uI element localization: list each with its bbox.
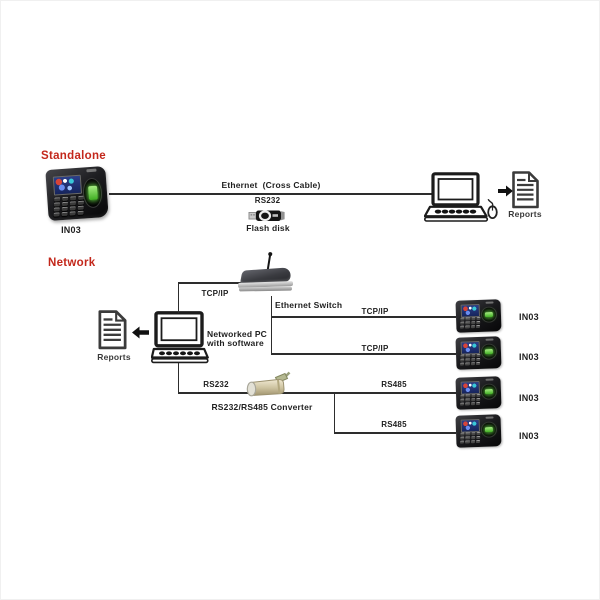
pc-icon-network (151, 311, 209, 364)
pc-icon-standalone (424, 172, 498, 222)
reports-doc-icon-standalone (512, 171, 539, 209)
converter-label: RS232/RS485 Converter (211, 402, 313, 412)
terminal-body (45, 165, 109, 222)
rs232-label-standalone: RS232 (254, 196, 281, 205)
networked-pc-label-line2: with software (207, 338, 264, 348)
terminal-keypad (53, 195, 85, 217)
flash-disk-label: Flash disk (246, 223, 290, 233)
standalone-device-label: IN03 (61, 225, 81, 235)
tcpip-branch-label-2: TCP/IP (361, 344, 389, 353)
rs232-label-network: RS232 (203, 380, 229, 389)
terminal-screen (460, 303, 481, 318)
fingerprint-sensor-icon (480, 343, 498, 360)
in03-label-2: IN03 (519, 352, 539, 362)
terminal-keypad (459, 316, 481, 329)
switch-base-strip-2 (238, 286, 293, 291)
rs485-branch-label-2: RS485 (381, 420, 407, 429)
terminal-screen (460, 340, 481, 355)
line-tcpip-branch-2 (271, 353, 456, 355)
terminal-screen (460, 380, 481, 395)
fingerprint-sensor-icon (480, 421, 498, 438)
line-tcpip-branch-1 (271, 316, 456, 318)
terminal-speaker (86, 168, 97, 172)
line-rs485-branch-vertical (333, 392, 335, 433)
cable-label: Ethernet (Cross Cable) (221, 180, 321, 190)
terminal-screen (460, 418, 481, 433)
line-ethernet-cross-cable (109, 193, 434, 195)
terminal-keypad (459, 353, 481, 366)
in03-label-3: IN03 (519, 393, 539, 403)
in03-terminal-4 (455, 414, 502, 448)
terminal-keypad (459, 393, 481, 406)
ethernet-switch-label: Ethernet Switch (275, 300, 343, 310)
fingerprint-sensor-icon (480, 306, 498, 323)
line-pc-uplink-horizontal (178, 282, 241, 284)
line-rs232-rs485-main (178, 392, 456, 394)
flash-disk-icon (248, 210, 285, 222)
in03-terminal-standalone (45, 165, 109, 222)
reports-doc-icon-network (98, 310, 127, 350)
reports-label-network: Reports (97, 352, 131, 362)
rs485-branch-label-1: RS485 (381, 380, 407, 389)
tcpip-uplink-label: TCP/IP (201, 289, 229, 298)
network-section-title: Network (48, 257, 96, 269)
arrow-left-icon (132, 326, 149, 339)
standalone-section-title: Standalone (41, 150, 106, 162)
line-pc-rs232-vertical (177, 363, 179, 393)
line-switch-vertical (270, 296, 272, 354)
line-rs485-branch-2 (334, 432, 456, 434)
in03-terminal-2 (455, 336, 502, 370)
rs232-rs485-converter-icon (246, 371, 291, 397)
fingerprint-sensor-icon (81, 177, 104, 209)
tcpip-branch-label-1: TCP/IP (361, 307, 389, 316)
in03-terminal-3 (455, 376, 502, 410)
networked-pc-label-line1: Networked PC (207, 329, 268, 339)
terminal-keypad (459, 431, 481, 444)
in03-label-1: IN03 (519, 312, 539, 322)
line-pc-uplink-vertical (177, 282, 179, 313)
arrow-right-icon (498, 185, 513, 197)
in03-terminal-1 (455, 299, 502, 333)
ethernet-switch-icon (237, 252, 295, 295)
terminal-screen (52, 174, 83, 196)
fingerprint-sensor-icon (480, 383, 498, 400)
reports-label-standalone: Reports (508, 209, 542, 219)
in03-label-4: IN03 (519, 431, 539, 441)
